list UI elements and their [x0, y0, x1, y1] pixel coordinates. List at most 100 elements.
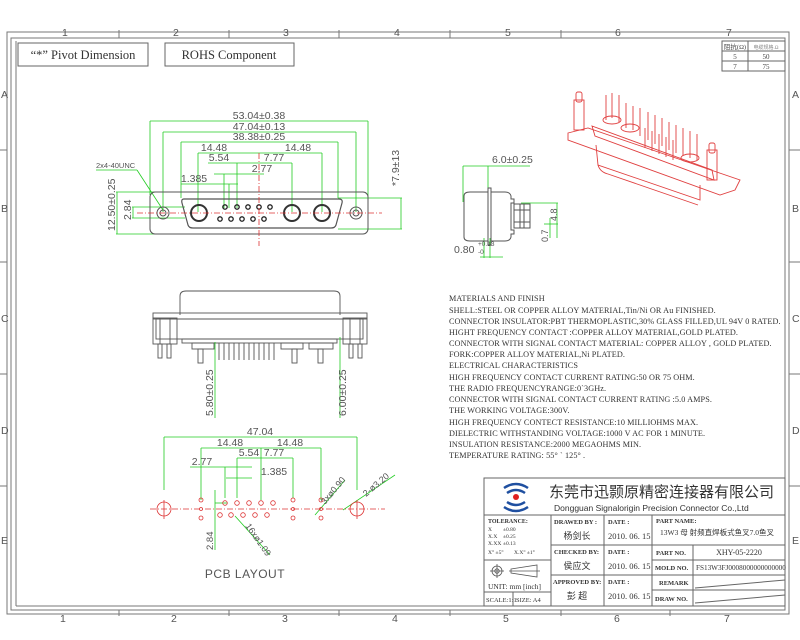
bottom-view [152, 290, 368, 418]
pcb-holes [198, 497, 324, 521]
row-label: B [792, 203, 799, 215]
tolerance-xxx-value: ±0.13 [503, 541, 516, 547]
thread-note: 2x4-40UNC [96, 161, 136, 170]
pivot-dimension-label: “*” Pivot Dimension [31, 48, 137, 62]
dim-tolerance: -0 [478, 249, 484, 256]
bottom-dimension-lines [214, 337, 341, 418]
spec-line: FORK:COPPER ALLOY MATERIAL,Ni PLATED. [449, 350, 625, 359]
dim-label: 5.54 [209, 152, 230, 164]
spec-line: THE RADIO FREQUENCYRANGE:0`3GHz. [449, 384, 606, 393]
front-centerlines [137, 153, 382, 246]
spec-line: SHELL:STEEL OR COPPER ALLOY MATERIAL,Tin… [449, 306, 716, 315]
pcb-dim-labels: 47.04 14.48 14.48 2.77 5.54 7.77 1.385 3… [192, 426, 391, 558]
bottom-pins [218, 343, 275, 360]
dim-label: 14.48 [277, 437, 303, 449]
dim-label: 0.7 [540, 229, 550, 242]
company-name-cn: 东莞市迅颢原精密连接器有限公司 [549, 484, 774, 501]
draw-no-label: DRAW NO. [655, 596, 688, 603]
dim-label: 2.84 [122, 199, 134, 220]
side-dim-labels: 6.0±0.25 0.80 +0.13 -0 4.8 0.7 [454, 154, 559, 256]
dim-label: 1.385 [261, 466, 287, 478]
table-header: 电缆规格.Ω [754, 44, 779, 51]
company-logo [503, 482, 529, 513]
dim-label: 2.77 [252, 163, 273, 175]
spec-line: TEMPERATURE RATING: 55° ` 125° . [449, 451, 585, 460]
dim-label: 14.48 [285, 142, 311, 154]
row-label: A [1, 89, 8, 101]
row-labels: A B C D E A B C D E [1, 89, 800, 547]
dim-label: 4.8 [549, 208, 559, 221]
col-label: 3 [282, 613, 288, 625]
side-view: 6.0±0.25 0.80 +0.13 -0 4.8 0.7 [454, 154, 559, 258]
col-label: 1 [62, 27, 68, 39]
rohs-component-label: ROHS Component [182, 48, 277, 62]
bottom-dim-labels: 5.80±0.25 6.00±0.25 [204, 369, 349, 416]
col-label: 4 [394, 27, 400, 39]
title-block: 东莞市迅颢原精密连接器有限公司 Dongguan Signalorigin Pr… [483, 477, 786, 607]
dim-label: 0.80 [454, 244, 475, 256]
spec-line: THE WORKING VOLTAGE:300V. [449, 406, 569, 415]
tolerance-xxx: X.XX [488, 541, 501, 547]
approved-by-label: APPROVED BY: [553, 579, 601, 586]
date-label: DATE : [608, 579, 629, 586]
unit-label: UNIT: mm [inch] [488, 582, 541, 591]
callout-pins: 16xø1.09 [243, 521, 273, 557]
rohs-component-box: ROHS Component [164, 42, 295, 67]
col-label: 5 [505, 27, 511, 39]
col-label: 5 [503, 613, 509, 625]
part-no-label: PART NO. [656, 550, 686, 557]
table-cell: 75 [763, 63, 771, 71]
column-labels-bottom: 1 2 3 4 5 6 7 [60, 613, 730, 625]
dim-label: 47.04±0.13 [233, 121, 286, 133]
front-view: 53.04±0.38 47.04±0.13 38.38±0.25 14.48 1… [96, 110, 402, 246]
dim-tolerance: +0.13 [478, 241, 495, 248]
row-label: B [1, 203, 8, 215]
dim-label: 53.04±0.38 [233, 110, 286, 122]
row-label: D [1, 425, 9, 437]
date-checked: 2010. 06. 15 [608, 561, 651, 571]
spec-line: INSULATION RESISTANCE:2000 MEGAOHMS MIN. [449, 440, 641, 449]
spec-line: HIGH FREQUENCY CONTACT CURRENT RATING:50… [449, 373, 695, 382]
checked-by-label: CHECKED BY: [554, 549, 599, 556]
remark-label: REMARK [659, 580, 689, 587]
row-label: C [792, 313, 800, 325]
part-name: 13W3 母 射频直焊板式鱼叉7.0鱼叉 [660, 527, 774, 537]
pcb-centerlines [150, 497, 385, 521]
tolerance-label: TOLERANCE: [488, 519, 528, 525]
col-label: 7 [724, 613, 730, 625]
dim-label: 14.48 [217, 437, 243, 449]
spec-line: HIGHT FREQUENCY CONTACT :COPPER ALLOY MA… [449, 328, 738, 337]
row-label: D [792, 425, 800, 437]
projection-symbol-icon [490, 564, 540, 578]
dim-label: 47.04 [247, 426, 273, 438]
dim-label: 1.385 [181, 173, 207, 185]
dim-label: 2.84 [205, 532, 216, 551]
approved-by-name: 彭 超 [567, 590, 587, 601]
tolerance-xx: X.X [488, 534, 497, 540]
checked-by-name: 侯应文 [563, 560, 590, 571]
dim-label: 5.80±0.25 [204, 369, 216, 416]
table-cell: 7 [733, 63, 737, 71]
zone-ticks [0, 30, 800, 616]
drawn-by-label: DRAWED BY : [554, 519, 597, 526]
col-label: 1 [60, 613, 66, 625]
tolerance-angle-2: X.X° ±1° [514, 549, 535, 556]
table-cell: 5 [733, 53, 737, 61]
tolerance-x-value: ±0.80 [503, 527, 516, 533]
scale-label: SCALE:1:1 [486, 597, 517, 604]
date-label: DATE : [608, 549, 629, 556]
spec-line: ELECTRICAL CHARACTERISTICS [449, 361, 578, 370]
dim-label: 14.48 [201, 142, 227, 154]
dim-label: 2.77 [192, 456, 213, 468]
impedance-table: 阻抗(Ω) 电缆规格.Ω 5 50 7 75 [721, 40, 786, 72]
drawn-by-name: 杨剑长 [563, 530, 590, 541]
col-label: 6 [614, 613, 620, 625]
callout-mount: 2-ø3.20 [361, 471, 391, 499]
row-label: C [1, 313, 9, 325]
dim-label: 6.00±0.25 [337, 369, 349, 416]
col-label: 4 [392, 613, 398, 625]
specifications: MATERIALS AND FINISH SHELL:STEEL OR COPP… [449, 294, 781, 460]
table-cell: 50 [763, 53, 771, 61]
mold-no: FS13W3FJ0008000000000000 [696, 564, 786, 572]
